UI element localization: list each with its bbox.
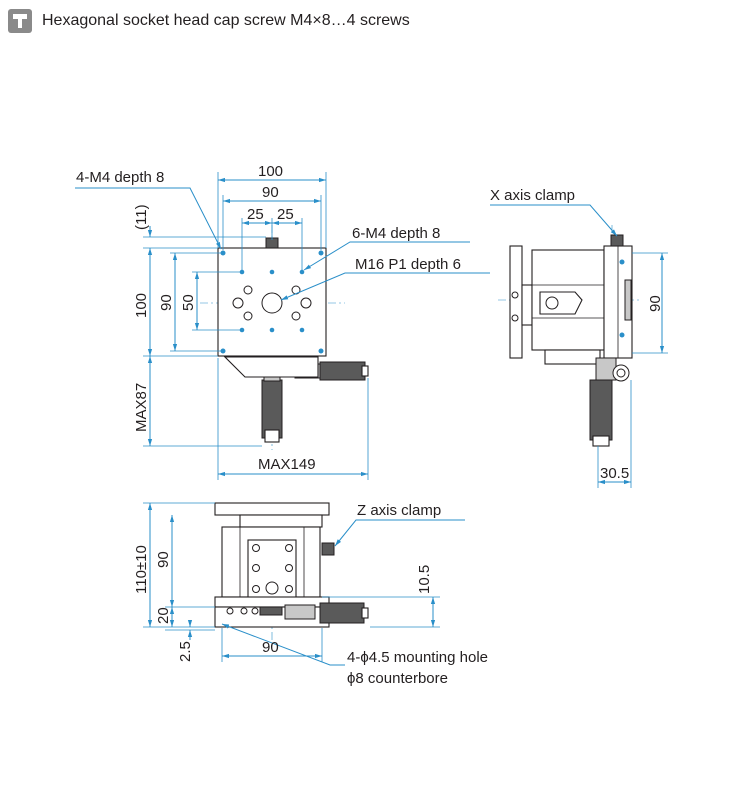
x-micrometer [319,361,366,381]
front-view: Z axis clamp 110±10 90 20 2.5 10.5 90 4-… [133,502,488,687]
side-view: X axis clamp 90 30.5 [490,187,668,488]
callout-4-m4: 4-M4 depth 8 [76,169,164,186]
dim-10-5: 10.5 [416,565,433,594]
note-counterbore: ϕ8 counterbore [347,670,448,687]
note-mounting-hole: 4-ϕ4.5 mounting hole [347,649,488,666]
dim-11: (11) [133,204,150,230]
dim-110: 110±10 [133,545,150,594]
front-top-plate [214,502,330,516]
dim-90-top: 90 [262,184,279,201]
dim-100-left: 100 [133,293,150,318]
x-clamp-knob [610,234,624,247]
hex-socket-screw-icon [8,9,32,33]
dim-25-left: 25 [247,206,264,223]
legend: Hexagonal socket head cap screw M4×8…4 s… [8,8,410,34]
dim-90-side: 90 [647,295,664,312]
dim-90-left: 90 [158,294,175,311]
legend-text: Hexagonal socket head cap screw M4×8…4 s… [42,12,410,29]
dim-90-bottom: 90 [262,639,279,656]
dim-25-right: 25 [277,206,294,223]
dim-max87: MAX87 [133,383,150,432]
z-clamp-knob [321,542,335,556]
front-micrometer [319,602,365,624]
dim-20: 20 [155,607,172,624]
top-view: 100 90 25 25 4-M4 depth 8 6-M4 depth 8 M… [75,163,490,480]
side-micrometer [589,379,613,441]
callout-z-clamp: Z axis clamp [357,502,441,519]
dim-2-5: 2.5 [177,641,194,662]
callout-m16: M16 P1 depth 6 [355,256,461,273]
dim-100-top: 100 [258,163,283,180]
dim-max149: MAX149 [258,456,316,473]
callout-x-clamp: X axis clamp [490,187,575,204]
dim-90-front: 90 [155,551,172,568]
side-mount-plate [509,245,523,359]
micrometer-sleeve [261,379,283,439]
dim-30-5: 30.5 [600,465,629,482]
m16-center-hole [261,292,283,314]
dim-50-left: 50 [180,294,197,311]
callout-6-m4: 6-M4 depth 8 [352,225,440,242]
